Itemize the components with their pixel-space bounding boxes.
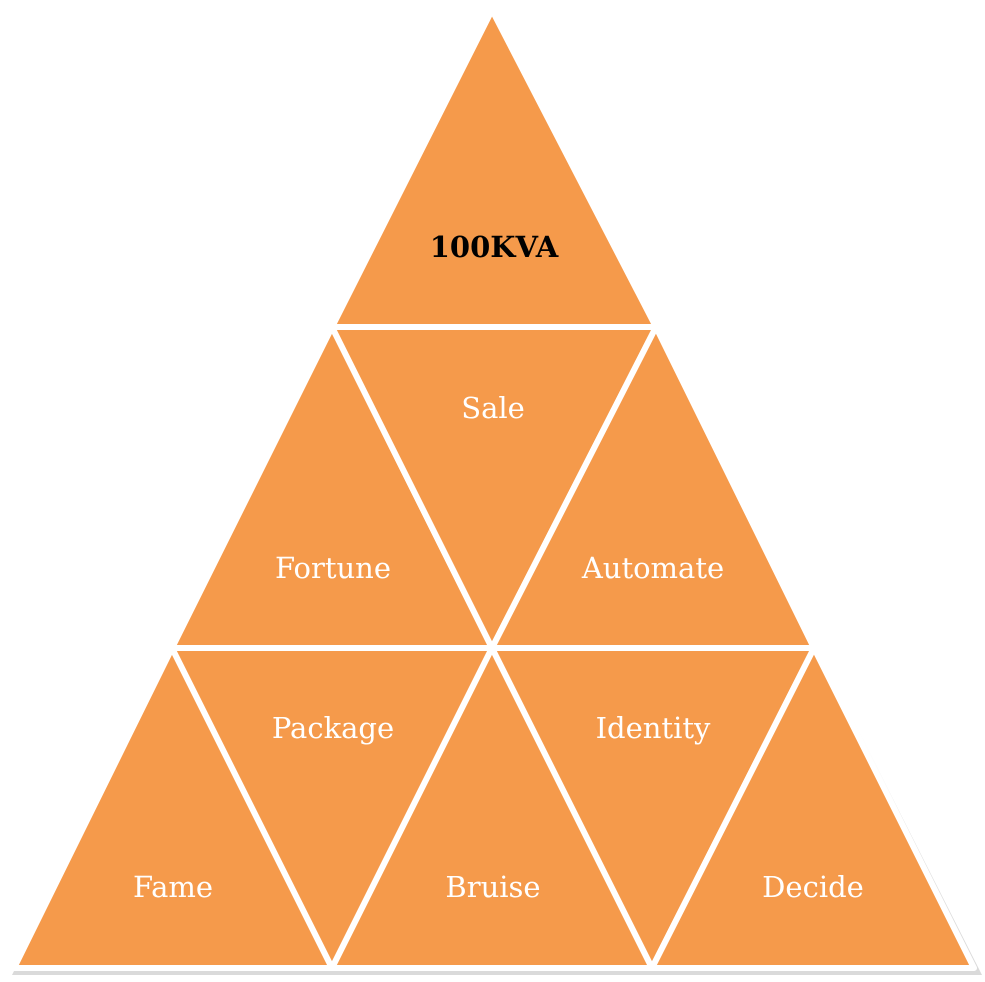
label-decide: Decide: [762, 870, 864, 904]
label-sale: Sale: [461, 391, 525, 425]
label-automate: Automate: [581, 551, 724, 585]
label-identity: Identity: [596, 711, 711, 745]
label-top: 100KVA: [430, 230, 559, 264]
label-fortune: Fortune: [275, 551, 391, 585]
label-bruise: Bruise: [445, 870, 540, 904]
label-package: Package: [272, 711, 394, 745]
triangle-decide: [649, 645, 977, 971]
triangle-top: [329, 7, 659, 330]
label-fame: Fame: [133, 870, 213, 904]
